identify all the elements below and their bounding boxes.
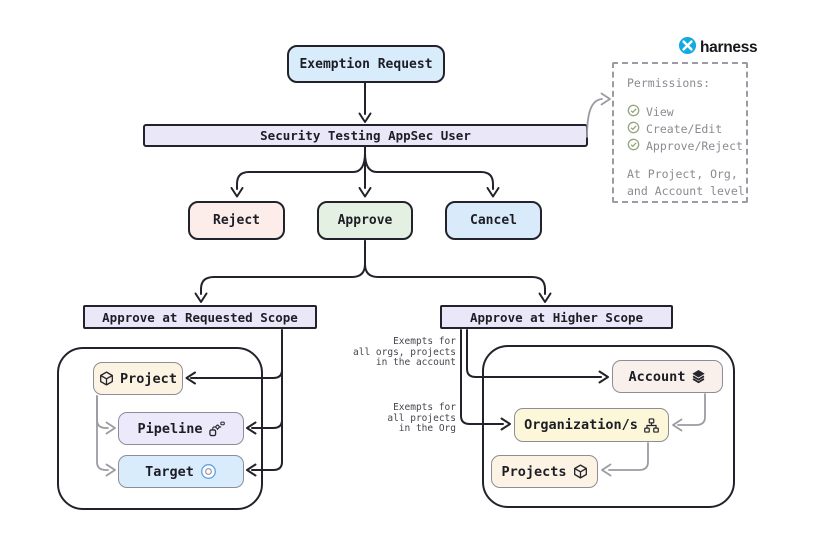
cube-icon <box>99 371 114 386</box>
header-higher-scope: Approve at Higher Scope <box>440 305 673 329</box>
check-circle-icon <box>627 121 640 137</box>
permissions-footer: At Project, Org, and Account level <box>627 166 746 200</box>
permission-item-label: Create/Edit <box>646 121 723 136</box>
decision-cancel-label: Cancel <box>470 213 517 228</box>
check-circle-icon <box>627 104 640 120</box>
annotation-exempts-org: Exempts for all projects in the Org <box>336 402 456 435</box>
arrow-actor-to-approve <box>358 146 372 198</box>
node-organizations: Organization/s <box>514 408 669 442</box>
node-project: Project <box>93 362 183 395</box>
brand-logo: harness <box>678 36 758 59</box>
start-node-exemption-request: Exemption Request <box>287 45 445 83</box>
actor-node-appsec-user: Security Testing AppSec User <box>143 124 588 147</box>
brand-name: harness <box>700 38 758 56</box>
permission-item-label: View <box>646 104 674 119</box>
node-projects-label: Projects <box>501 463 567 480</box>
actor-node-label: Security Testing AppSec User <box>260 128 471 143</box>
arrow-actor-to-reject <box>230 152 366 198</box>
node-projects: Projects <box>491 455 598 488</box>
node-organizations-label: Organization/s <box>524 417 638 433</box>
decision-reject: Reject <box>188 201 285 240</box>
node-pipeline-label: Pipeline <box>137 420 203 437</box>
node-project-label: Project <box>120 370 177 387</box>
annotation-line: all projects <box>387 412 456 424</box>
permissions-footer-line: At Project, Org, <box>627 167 738 181</box>
permission-item: Create/Edit <box>627 120 746 137</box>
layers-icon <box>691 369 706 384</box>
decision-reject-label: Reject <box>213 213 260 228</box>
pipeline-icon <box>208 421 225 437</box>
permissions-footer-line: and Account level <box>627 184 745 198</box>
header-requested-scope: Approve at Requested Scope <box>83 305 317 329</box>
annotation-line: all orgs, projects <box>353 346 456 358</box>
header-requested-scope-label: Approve at Requested Scope <box>102 309 298 325</box>
annotation-line: in the account <box>375 357 456 368</box>
node-account: Account <box>612 360 723 393</box>
arrow-actor-to-cancel <box>364 152 500 198</box>
start-node-label: Exemption Request <box>299 56 433 72</box>
annotation-line: in the Org <box>398 423 456 434</box>
decision-approve-label: Approve <box>337 213 393 228</box>
node-target: Target <box>118 455 244 488</box>
permissions-title: Permissions: <box>627 76 711 90</box>
header-higher-scope-label: Approve at Higher Scope <box>469 309 644 325</box>
target-icon <box>200 463 217 480</box>
node-target-label: Target <box>145 463 194 480</box>
harness-logo-icon <box>678 36 697 59</box>
permissions-panel: Permissions: View Create/Edit Approve/Re… <box>612 62 748 203</box>
decision-cancel: Cancel <box>445 201 542 240</box>
check-circle-icon <box>627 138 640 154</box>
annotation-line: Exempts for <box>393 402 456 413</box>
node-pipeline: Pipeline <box>118 412 244 445</box>
arrow-actor-to-permissions <box>586 92 611 138</box>
node-account-label: Account <box>628 368 686 385</box>
arrow-approve-to-higher-scope <box>364 240 552 303</box>
higher-scope-container <box>482 345 735 508</box>
cube-icon <box>573 464 588 479</box>
decision-approve: Approve <box>317 201 413 240</box>
permission-item: Approve/Reject <box>627 137 746 154</box>
annotation-line: Exempts for <box>393 336 456 347</box>
annotation-exempts-account: Exempts for all orgs, projects in the ac… <box>336 336 456 369</box>
org-chart-icon <box>644 417 659 433</box>
arrow-approve-to-requested-scope <box>194 240 366 303</box>
arrow-start-to-actor <box>358 82 372 123</box>
permission-item: View <box>627 103 746 120</box>
permission-item-label: Approve/Reject <box>646 138 743 153</box>
